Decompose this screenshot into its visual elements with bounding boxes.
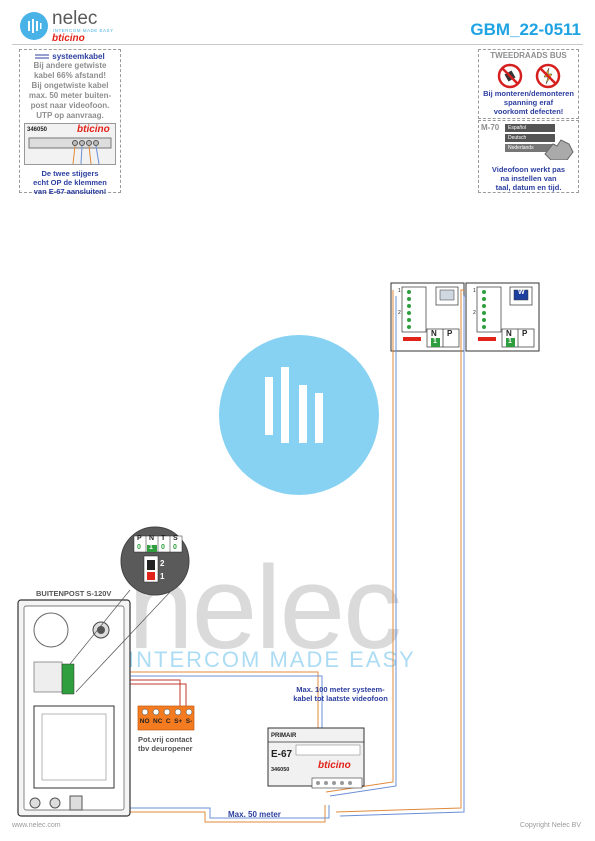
power-supply-e67	[267, 727, 365, 789]
outdoor-station-title: BUITENPOST S-120V	[36, 589, 112, 598]
right-monitor-screen-label: W	[518, 289, 525, 296]
outdoor-station	[17, 599, 131, 817]
cable-note-line: Bij ongetwiste kabel	[31, 81, 109, 90]
dip-col-n: N	[149, 535, 155, 542]
terminal-strip-icon	[28, 137, 112, 164]
watermark-tagline: INTERCOM MADE EASY	[128, 647, 416, 672]
long-cable-line: kabel tot laatste videofoon	[293, 694, 388, 703]
cable-note-title-row: systeemkabel	[20, 52, 120, 61]
relay-nc: NC	[153, 718, 163, 725]
dip-val-p: 0	[137, 544, 141, 551]
caption-line: De twee stijgers	[41, 169, 99, 178]
dip-col-p: P	[137, 535, 142, 542]
right-monitor-p: P	[522, 329, 528, 338]
dip-val-s: 0	[173, 544, 177, 551]
cable-icon	[35, 54, 50, 59]
left-monitor-switch-value: 1	[433, 338, 437, 345]
right-monitor-terminal-1: 1	[473, 288, 476, 294]
relay-caption-line: tbv deuropener	[138, 744, 193, 753]
left-monitor-terminal-2: 2	[398, 310, 401, 316]
monitor-left	[390, 282, 465, 352]
cable-note-line: UTP op aanvraag.	[36, 111, 104, 120]
device-brand: bticino	[77, 124, 110, 135]
watermark-bars-icon	[265, 367, 323, 443]
dip-val-n: 1	[149, 544, 153, 551]
relay-s-minus: S-	[185, 718, 193, 725]
setup-line: Videofoon werkt pas	[491, 165, 566, 174]
hand-icon	[544, 139, 574, 160]
partner-logo: bticino	[52, 33, 85, 44]
warning-line: voorkomt defecten!	[493, 107, 564, 116]
bus-warning-title: TWEEDRAADS BUS	[490, 51, 567, 60]
cable-note-line: Bij andere getwiste	[33, 61, 107, 70]
monitor-model-label: M-70	[481, 123, 500, 132]
cable-note-box: systeemkabel Bij andere getwiste kabel 6…	[19, 49, 121, 196]
dip-switch-detail	[69, 526, 190, 693]
no-plug-icon	[497, 63, 522, 89]
relay-labels: NO NC C S+ S-	[138, 718, 194, 725]
brand-tagline: INTERCOM MADE EASY	[53, 28, 114, 33]
setup-line: taal, datum en tijd.	[495, 183, 562, 192]
left-monitor-p: P	[447, 329, 453, 338]
monitor-setup-box: M-70 Español Deutsch Nederlands Videofoo…	[478, 120, 579, 193]
bus-warning-box: TWEEDRAADS BUS Bij monteren/demonteren s…	[478, 49, 579, 119]
cable-note-caption: De twee stijgers echt OP de klemmen van …	[20, 169, 120, 196]
relay-c: C	[165, 718, 171, 725]
dip-col-s: S	[173, 535, 178, 542]
cable-note-title: systeemkabel	[52, 52, 105, 61]
caption-line: van E-67 aansluiten!	[33, 187, 107, 196]
brand-name: nelec	[52, 8, 98, 29]
dip-switch-bottom: 1	[160, 572, 165, 581]
header-divider	[12, 44, 583, 45]
left-monitor-n: N	[431, 329, 437, 338]
e67-terminal-detail: 346050 bticino	[24, 123, 116, 165]
relay-s-plus: S+	[174, 718, 183, 725]
short-cable-note: Max. 50 meter	[228, 810, 281, 819]
right-monitor-n: N	[506, 329, 512, 338]
dip-val-t: 0	[161, 544, 165, 551]
cable-note-line: kabel 66% afstand!	[33, 71, 107, 80]
device-code: 346050	[27, 127, 48, 133]
relay-no: NO	[139, 718, 150, 725]
warning-line: Bij monteren/demonteren	[483, 89, 574, 98]
cable-note-line: post naar videofoon.	[30, 101, 110, 110]
caption-line: echt OP de klemmen	[33, 178, 107, 187]
left-monitor-terminal-1: 1	[398, 288, 401, 294]
monitor-right	[465, 282, 540, 352]
footer-copyright: Copyright Nelec BV	[519, 822, 581, 829]
dip-switch-top: 2	[160, 559, 165, 568]
language-option-selected: Nederlands	[505, 144, 555, 152]
power-model-label: E-67	[271, 749, 293, 760]
relay-caption-line: Pot.vrij contact	[138, 735, 193, 744]
language-option: Deutsch	[505, 134, 555, 142]
right-monitor-terminal-2: 2	[473, 310, 476, 316]
watermark-logo-circle	[219, 335, 379, 495]
power-brand-label: bticino	[318, 760, 351, 771]
language-option: Español	[505, 124, 555, 132]
long-cable-note: Max. 100 meter systeem- kabel tot laatst…	[283, 685, 398, 703]
setup-line: na instellen van	[500, 174, 557, 183]
document-code: GBM_22-0511	[470, 20, 581, 39]
power-primair-label: PRIMAIR	[271, 733, 297, 739]
nelec-logo-icon	[20, 12, 48, 40]
power-code-label: 346050	[271, 767, 290, 773]
long-cable-line: Max. 100 meter systeem-	[296, 685, 385, 694]
warning-line: spanning eraf	[503, 98, 554, 107]
right-monitor-switch-value: 1	[508, 338, 512, 345]
warning-icons-row	[479, 63, 578, 89]
footer-website: www.nelec.com	[12, 822, 61, 829]
relay-terminal-block	[137, 705, 195, 731]
cable-note-line: max. 50 meter buiten-	[28, 91, 112, 100]
language-menu: Español Deutsch Nederlands	[505, 124, 574, 162]
relay-caption: Pot.vrij contact tbv deuropener	[138, 735, 193, 753]
monitor-setup-caption: Videofoon werkt pas na instellen van taa…	[479, 165, 578, 192]
dip-col-t: T	[161, 535, 166, 542]
no-power-icon	[535, 63, 560, 89]
